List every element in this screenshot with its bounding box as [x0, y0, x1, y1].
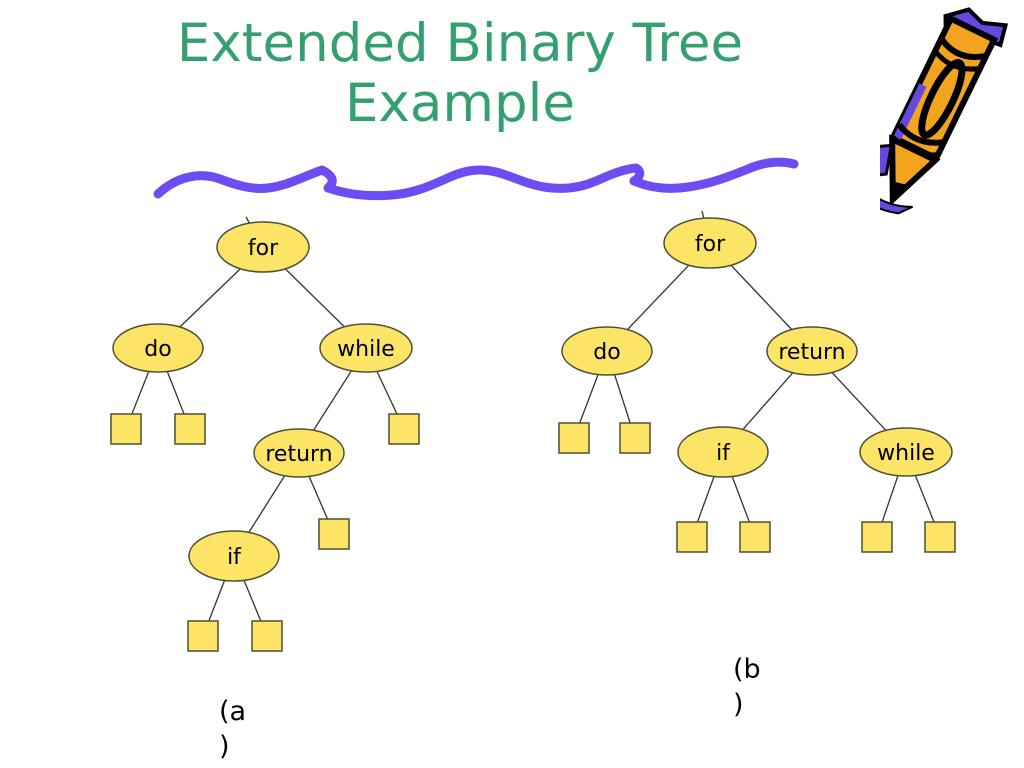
- external-node-square: [558, 422, 590, 454]
- slide-title-line2: Example: [345, 73, 575, 135]
- external-node-square: [388, 413, 420, 445]
- tree-node-if: [188, 530, 280, 582]
- external-node-square: [318, 518, 350, 550]
- pencil-clipart-icon: [880, 7, 1009, 215]
- tree-node-for: [216, 221, 310, 273]
- external-node-square: [187, 620, 219, 652]
- slide-title-line1: Extended Binary Tree: [176, 13, 744, 74]
- tree-node-for: [663, 217, 757, 269]
- slide-title: Extended Binary Tree Example: [8, 13, 912, 135]
- external-node-square: [861, 521, 893, 553]
- tree-node-label: return: [778, 340, 845, 365]
- tree-node-do: [112, 323, 204, 373]
- tree-a-caption: (a ): [219, 696, 247, 762]
- external-node-square: [924, 521, 956, 553]
- tree-node-label: if: [227, 545, 242, 570]
- tree-node-while: [859, 427, 953, 477]
- tree-node-label: return: [265, 442, 332, 467]
- tree-node-return: [253, 428, 345, 478]
- external-node-square: [110, 413, 142, 445]
- tree-node-label: while: [337, 337, 395, 362]
- external-node-square: [174, 413, 206, 445]
- tree-node-if: [677, 426, 769, 478]
- tree-node-return: [766, 326, 858, 376]
- tree-node-while: [319, 323, 413, 373]
- tree-node-label: while: [877, 441, 935, 466]
- tree-b-caption: (b ): [733, 654, 761, 720]
- tree-node-label: for: [695, 232, 726, 257]
- squiggle-line-icon: [153, 157, 799, 201]
- external-node-square: [676, 521, 708, 553]
- tree-node-label: do: [144, 337, 171, 362]
- tree-b: for do return if while: [558, 210, 956, 553]
- tree-node-do: [561, 326, 653, 376]
- external-node-square: [739, 521, 771, 553]
- external-node-square: [251, 620, 283, 652]
- tree-node-label: do: [593, 340, 620, 365]
- tree-node-label: for: [248, 236, 279, 261]
- squiggle-divider: [153, 157, 799, 201]
- external-node-square: [619, 422, 651, 454]
- tree-a: for do while return if: [110, 216, 420, 652]
- tree-node-label: if: [716, 441, 731, 466]
